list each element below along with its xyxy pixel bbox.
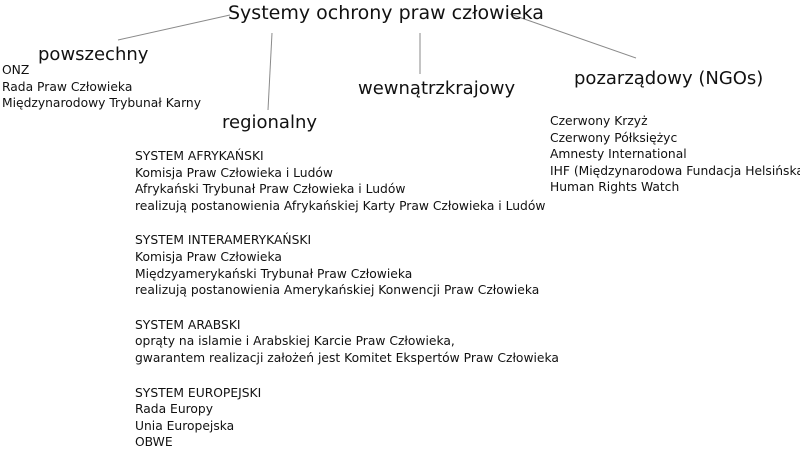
branch-powszechny-list: ONZ Rada Praw Człowieka Międzynarodowy T… [2,62,201,112]
branch-pozarzadowy-label: pozarządowy (NGOs) [574,68,764,89]
list-item: Czerwony Półksiężyc [550,130,678,145]
list-item: Komisja Praw Człowieka [135,249,282,264]
list-item: IHF (Międzynarodowa Fundacja Helsińska) [550,163,800,178]
list-item: gwarantem realizacji założeń jest Komite… [135,350,559,365]
connector-powszechny [117,14,231,41]
list-item: Komisja Praw Człowieka i Ludów [135,165,333,180]
branch-wewnatrzkrajowy-label: wewnątrzkrajowy [358,78,516,99]
branch-regionalny-list: SYSTEM AFRYKAŃSKI Komisja Praw Człowieka… [135,148,559,451]
list-item: OBWE [135,435,173,450]
diagram-root-title: Systemy ochrony praw człowieka [228,2,544,24]
list-item: Czerwony Krzyż [550,114,648,128]
list-item: ONZ [2,63,30,77]
regional-system-heading: SYSTEM ARABSKI [135,317,241,332]
regional-system-heading: SYSTEM AFRYKAŃSKI [135,149,264,163]
regional-system-heading: SYSTEM INTERAMERYKAŃSKI [135,233,312,248]
list-item: Międzynarodowy Trybunał Karny [2,96,202,111]
branch-pozarzadowy-list: Czerwony Krzyż Czerwony Półksiężyc Amnes… [550,113,800,196]
list-item: Afrykański Trybunał Praw Człowieka i Lud… [135,182,406,197]
connector-lines [117,13,637,111]
regional-system-arab: SYSTEM ARABSKI oprąty na islamie i Arabs… [135,317,559,367]
list-item: realizują postanowienia Amerykańskiej Ko… [135,283,540,298]
connector-regionalny [267,32,273,111]
list-item: Rada Europy [135,402,214,417]
list-item: Human Rights Watch [550,180,680,195]
list-item: Unia Europejska [135,418,235,433]
regional-system-heading: SYSTEM EUROPEJSKI [135,385,262,400]
branch-regionalny-label: regionalny [222,112,318,133]
connector-pozarzadowy [509,13,637,59]
list-item: realizują postanowienia Afrykańskiej Kar… [135,198,546,213]
list-item: oprąty na islamie i Arabskiej Karcie Pra… [135,334,455,349]
regional-system-african: SYSTEM AFRYKAŃSKI Komisja Praw Człowieka… [135,148,559,214]
list-item: Międzyamerykański Trybunał Praw Człowiek… [135,266,413,281]
list-item: Rada Praw Człowieka [2,79,133,94]
list-item: Amnesty International [550,147,687,162]
regional-system-interamerican: SYSTEM INTERAMERYKAŃSKI Komisja Praw Czł… [135,232,559,298]
branch-powszechny-label: powszechny [38,44,149,65]
regional-system-european: SYSTEM EUROPEJSKI Rada Europy Unia Europ… [135,385,559,451]
